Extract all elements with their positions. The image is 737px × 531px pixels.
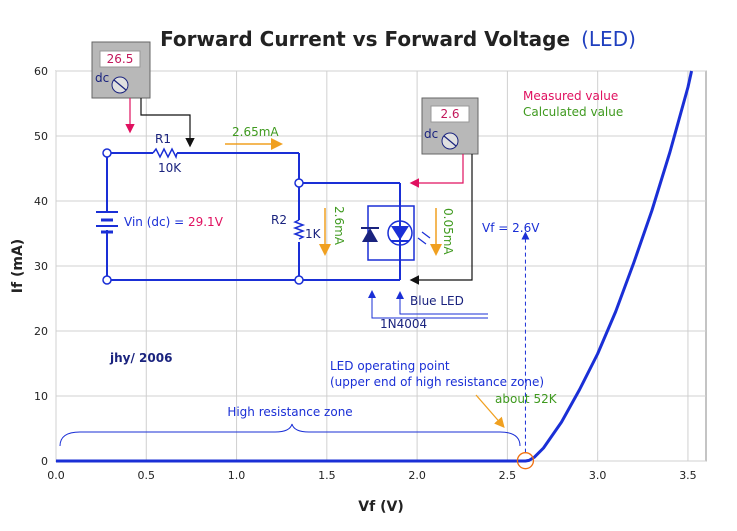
led-current-label: 0.05mA (441, 208, 455, 255)
vin-prefix: Vin (dc) = (124, 215, 188, 229)
junction-nodes (102, 148, 304, 285)
meter-1-negative-lead (140, 98, 195, 148)
node-r2-top (294, 178, 304, 188)
vf-label: Vf = 2.6V (482, 221, 540, 235)
r1-resistor (152, 147, 178, 160)
x-tick-label: 2.0 (408, 469, 426, 482)
vin-value: 29.1V (188, 215, 224, 229)
node-bottom-left (102, 275, 112, 285)
x-tick-label: 2.5 (499, 469, 517, 482)
about-resistance-label: about 52K (495, 392, 558, 406)
total-current-label: 2.65mA (232, 125, 279, 139)
blue-led-label: Blue LED (410, 294, 464, 308)
legend-measured: Measured value (523, 89, 618, 103)
operating-point-label-2: (upper end of high resistance zone) (330, 375, 544, 389)
r2-value: 1K (305, 227, 322, 241)
operating-point-label-1: LED operating point (330, 359, 450, 373)
diode-pointer (368, 290, 488, 319)
meter-1: 26.5 dc (91, 41, 151, 99)
1n4004-diode-icon (362, 228, 378, 242)
y-tick-label: 50 (34, 130, 48, 143)
y-axis-label: If (mA) (10, 239, 26, 293)
y-axis-ticks: 0 10 20 30 40 50 60 (34, 65, 48, 468)
chart-title: Forward Current vs Forward Voltage (LED) (160, 27, 636, 51)
x-tick-label: 3.0 (589, 469, 607, 482)
chart-title-suffix: (LED) (581, 27, 636, 51)
led-light-ray-1 (417, 237, 427, 245)
meter-2-dc-label: dc (424, 127, 438, 141)
x-tick-label: 1.5 (318, 469, 336, 482)
series-line-0 (56, 70, 694, 463)
r1-name: R1 (155, 132, 171, 146)
author-label: jhy/ 2006 (109, 351, 172, 365)
r2-resistor (292, 219, 306, 240)
series-group (56, 70, 694, 463)
meter-2-display (430, 105, 470, 123)
r1-value: 10K (158, 161, 182, 175)
meter-2-dial-needle (443, 135, 457, 147)
r2-name: R2 (271, 213, 287, 227)
meter-2-positive-lead (409, 154, 464, 188)
operating-point-marker (516, 452, 535, 470)
meter-2: 2.6 dc (421, 97, 479, 155)
y-tick-label: 0 (41, 455, 48, 468)
y-tick-label: 20 (34, 325, 48, 338)
y-tick-label: 40 (34, 195, 48, 208)
meter-1-display (99, 50, 141, 68)
y-tick-label: 10 (34, 390, 48, 403)
blue-led-pointer (396, 291, 488, 315)
meter-2-value: 2.6 (440, 107, 459, 121)
blue-led-triangle (391, 226, 409, 240)
chart-title-main: Forward Current vs Forward Voltage (160, 27, 570, 51)
r2-current-label: 2.6mA (332, 206, 346, 246)
x-tick-label: 0.0 (47, 469, 65, 482)
x-tick-label: 1.0 (228, 469, 246, 482)
y-tick-label: 60 (34, 65, 48, 78)
blue-led-icon (387, 220, 413, 246)
meter-1-value: 26.5 (107, 52, 134, 66)
x-axis-label: Vf (V) (358, 499, 403, 515)
y-tick-label: 30 (34, 260, 48, 273)
node-r2-bottom (294, 275, 304, 285)
x-tick-label: 3.5 (679, 469, 697, 482)
meter-2-negative-lead (409, 154, 473, 285)
circuit-diagram (96, 147, 415, 281)
vin-label: Vin (dc) = 29.1V (124, 215, 224, 229)
meter-1-dc-label: dc (95, 71, 109, 85)
meter-1-dial-needle (113, 79, 127, 91)
high-resistance-brace (59, 423, 521, 447)
led-light-ray-2 (421, 231, 431, 239)
legend-calculated: Calculated value (523, 105, 623, 119)
node-top-left (102, 148, 112, 158)
x-axis-ticks: 0.0 0.5 1.0 1.5 2.0 2.5 3.0 3.5 (47, 469, 696, 482)
diode-label: 1N4004 (380, 317, 427, 331)
high-resistance-zone-label: High resistance zone (227, 405, 352, 419)
vf-label-text: Vf = 2.6V (482, 221, 540, 235)
operating-point-arrow (475, 394, 505, 428)
x-tick-label: 0.5 (138, 469, 156, 482)
